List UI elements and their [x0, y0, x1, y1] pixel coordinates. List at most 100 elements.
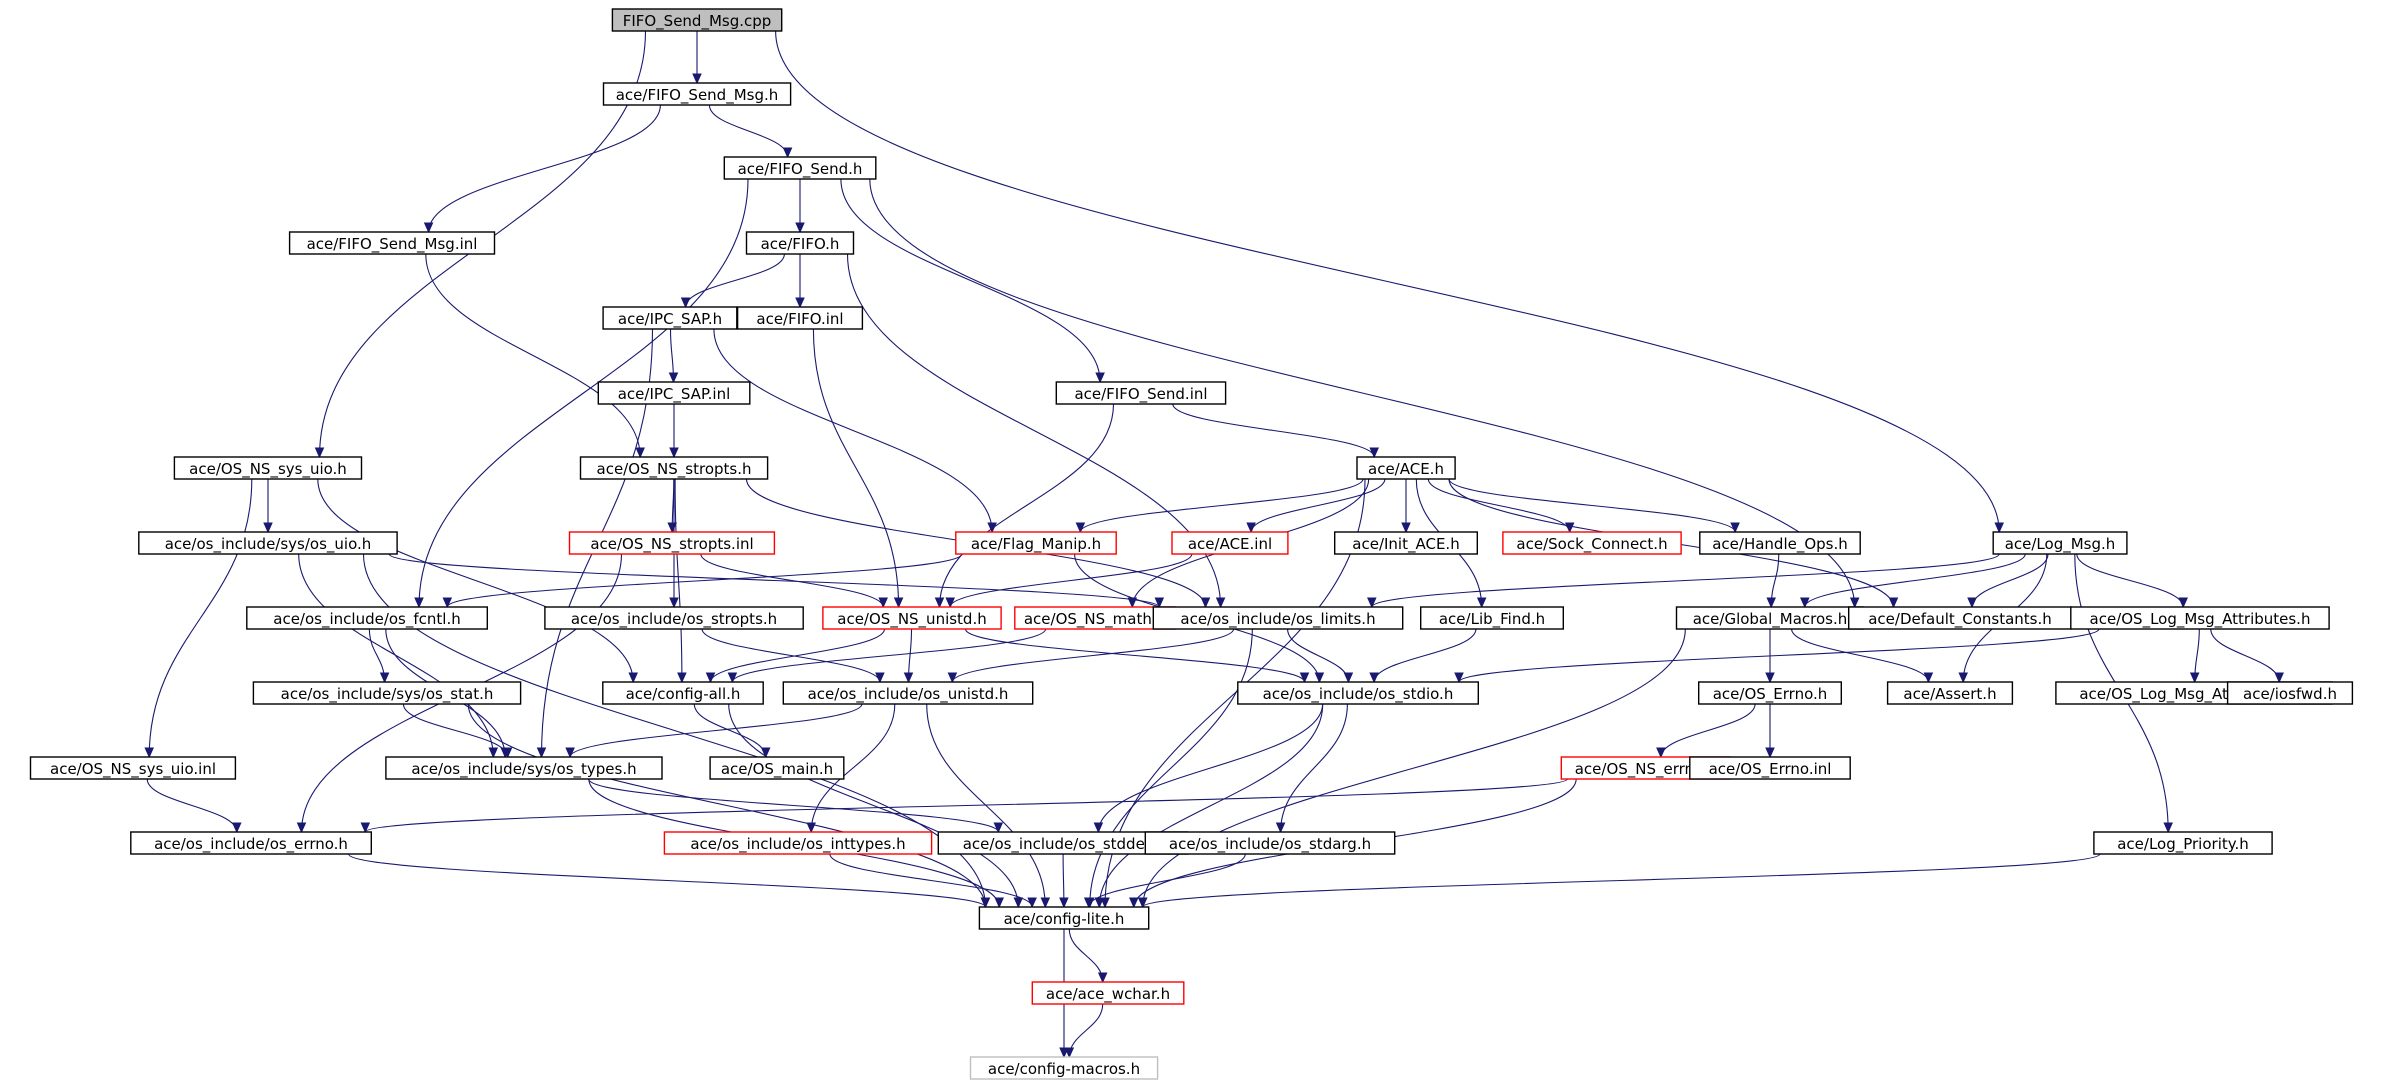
- node-box: [745, 231, 855, 255]
- node-ace-ipc-sap-h[interactable]: ace/IPC_SAP.h: [602, 306, 738, 330]
- edge-line: [1458, 628, 2100, 683]
- node-box: [1055, 381, 1227, 405]
- edge-n11-n16: [1401, 479, 1411, 534]
- edge-arrowhead: [488, 747, 499, 759]
- edge-n43-n47: [829, 853, 1037, 909]
- node-label: ace/os_include/sys/os_types.h: [411, 760, 636, 779]
- edge-line: [1068, 1003, 1104, 1058]
- edge-line: [709, 628, 886, 683]
- node-ace-config-macros-h[interactable]: ace/config-macros.h: [969, 1056, 1159, 1080]
- node-ace-default-constants-h[interactable]: ace/Default_Constants.h: [1847, 606, 2073, 630]
- node-label: ace/OS_NS_sys_uio.h: [189, 460, 347, 479]
- node-ace-ace-wchar-h[interactable]: ace/ace_wchar.h: [1031, 981, 1185, 1005]
- node-ace-os-ns-sys-uio-inl[interactable]: ace/OS_NS_sys_uio.inl: [29, 756, 237, 780]
- node-ace-init-ace-h[interactable]: ace/Init_ACE.h: [1333, 531, 1478, 555]
- edge-line: [1448, 478, 1736, 533]
- node-box: [1031, 981, 1185, 1005]
- node-ace-os-include-os-stdarg-h[interactable]: ace/os_include/os_stdarg.h: [1144, 831, 1396, 855]
- edge-arrowhead: [680, 297, 691, 309]
- node-ace-os-include-os-errno-h[interactable]: ace/os_include/os_errno.h: [130, 831, 373, 855]
- node-ace-os-ns-unistd-h[interactable]: ace/OS_NS_unistd.h: [822, 606, 1002, 630]
- node-ace-config-lite-h[interactable]: ace/config-lite.h: [978, 906, 1150, 930]
- edge-n32-n47: [1094, 703, 1324, 909]
- node-ace-handle-ops-h[interactable]: ace/Handle_Ops.h: [1699, 531, 1861, 555]
- node-ace-config-all-h[interactable]: ace/config-all.h: [602, 681, 764, 705]
- edge-arrowhead: [1200, 597, 1211, 609]
- node-ace-os-include-os-fcntl-h[interactable]: ace/os_include/os_fcntl.h: [246, 606, 489, 630]
- node-label: ace/Flag_Manip.h: [971, 535, 1101, 554]
- node-label: ace/OS_Errno.inl: [1709, 760, 1832, 779]
- edge-line: [1280, 703, 1348, 833]
- node-ace-ipc-sap-inl[interactable]: ace/IPC_SAP.inl: [597, 381, 751, 405]
- edge-line: [1791, 628, 1929, 683]
- edge-arrowhead: [1923, 672, 1934, 684]
- node-ace-os-ns-sys-uio-h[interactable]: ace/OS_NS_sys_uio.h: [173, 456, 363, 480]
- node-box: [736, 306, 864, 330]
- node-fifo-send-msg-cpp[interactable]: FIFO_Send_Msg.cpp: [611, 8, 783, 32]
- node-ace-os-include-os-limits-h[interactable]: ace/os_include/os_limits.h: [1152, 606, 1404, 630]
- node-ace-fifo-send-msg-inl[interactable]: ace/FIFO_Send_Msg.inl: [288, 231, 496, 255]
- edge-line: [467, 703, 986, 908]
- node-ace-sock-connect-h[interactable]: ace/Sock_Connect.h: [1502, 531, 1682, 555]
- edge-arrowhead: [1967, 597, 1977, 609]
- node-ace-os-errno-h[interactable]: ace/OS_Errno.h: [1697, 681, 1842, 705]
- node-box: [1886, 681, 2014, 705]
- node-ace-os-include-sys-os-types-h[interactable]: ace/os_include/sys/os_types.h: [385, 756, 663, 780]
- node-label: ace/FIFO_Send.inl: [1074, 385, 1207, 404]
- node-ace-assert-h[interactable]: ace/Assert.h: [1886, 681, 2014, 705]
- edge-line: [869, 178, 1856, 608]
- node-ace-os-ns-stropts-inl[interactable]: ace/OS_NS_stropts.inl: [568, 531, 776, 555]
- node-label: ace/FIFO.inl: [756, 310, 843, 328]
- node-label: ace/FIFO_Send.h: [738, 160, 863, 179]
- node-ace-fifo-inl[interactable]: ace/FIFO.inl: [736, 306, 864, 330]
- node-ace-os-ns-stropts-h[interactable]: ace/OS_NS_stropts.h: [579, 456, 769, 480]
- node-ace-os-include-os-stdio-h[interactable]: ace/os_include/os_stdio.h: [1237, 681, 1480, 705]
- node-ace-lib-find-h[interactable]: ace/Lib_Find.h: [1419, 606, 1564, 630]
- edge-arrowhead: [536, 747, 547, 759]
- edge-arrowhead: [379, 672, 390, 684]
- node-box: [663, 831, 933, 855]
- node-ace-os-include-sys-os-uio-h[interactable]: ace/os_include/sys/os_uio.h: [138, 531, 398, 555]
- edge-arrowhead: [947, 672, 958, 684]
- node-ace-log-msg-h[interactable]: ace/Log_Msg.h: [1992, 531, 2128, 555]
- edge-arrowhead: [1154, 597, 1165, 609]
- edge-line: [1804, 553, 2026, 608]
- node-ace-fifo-send-h[interactable]: ace/FIFO_Send.h: [723, 156, 877, 180]
- edge-n9-n37: [144, 478, 253, 759]
- node-ace-os-log-msg-attributes-h[interactable]: ace/OS_Log_Msg_Attributes.h: [2070, 606, 2330, 630]
- edge-line: [728, 703, 1019, 908]
- edge-n8-n11: [1172, 403, 1379, 459]
- edge-arrowhead: [934, 597, 945, 609]
- node-ace-os-include-sys-os-stat-h[interactable]: ace/os_include/sys/os_stat.h: [252, 681, 522, 705]
- node-box: [723, 156, 877, 180]
- edge-line: [446, 553, 963, 608]
- edge-arrowhead: [1958, 672, 1968, 684]
- node-ace-flag-manip-h[interactable]: ace/Flag_Manip.h: [955, 531, 1117, 555]
- edge-n28-n32: [1454, 628, 2100, 684]
- edge-arrowhead: [667, 522, 677, 534]
- node-box: [1333, 531, 1478, 555]
- node-ace-ace-h[interactable]: ace/ACE.h: [1356, 456, 1456, 480]
- edge-n25-n32: [1369, 628, 1477, 684]
- node-ace-os-include-os-stddef-h[interactable]: ace/os_include/os_stddef.h: [937, 831, 1189, 855]
- edge-n24-n31: [947, 628, 1235, 684]
- node-ace-log-priority-h[interactable]: ace/Log_Priority.h: [2093, 831, 2273, 855]
- node-ace-os-ns-math-h[interactable]: ace/OS_NS_math.h: [1014, 606, 1176, 630]
- node-ace-os-include-os-unistd-h[interactable]: ace/os_include/os_unistd.h: [782, 681, 1034, 705]
- node-ace-os-main-h[interactable]: ace/OS_main.h: [709, 756, 845, 780]
- node-label: ace/OS_Log_Msg_Attributes.h: [2090, 610, 2311, 629]
- node-ace-fifo-h[interactable]: ace/FIFO.h: [745, 231, 855, 255]
- edge-line: [2076, 553, 2184, 608]
- edge-line: [951, 628, 1235, 683]
- node-ace-os-errno-inl[interactable]: ace/OS_Errno.inl: [1689, 756, 1851, 780]
- node-ace-os-include-os-stropts-h[interactable]: ace/os_include/os_stropts.h: [544, 606, 804, 630]
- edge-line: [428, 104, 661, 233]
- node-ace-iosfwd-h[interactable]: ace/iosfwd.h: [2226, 681, 2354, 705]
- node-ace-global-macros-h[interactable]: ace/Global_Macros.h: [1675, 606, 1865, 630]
- node-ace-fifo-send-msg-h[interactable]: ace/FIFO_Send_Msg.h: [602, 82, 792, 106]
- node-ace-fifo-send-inl[interactable]: ace/FIFO_Send.inl: [1055, 381, 1227, 405]
- node-ace-ace-inl[interactable]: ace/ACE.inl: [1171, 531, 1289, 555]
- node-label: ace/iosfwd.h: [2243, 685, 2337, 703]
- edge-arrowhead: [1454, 672, 1464, 684]
- node-ace-os-include-os-inttypes-h[interactable]: ace/os_include/os_inttypes.h: [663, 831, 933, 855]
